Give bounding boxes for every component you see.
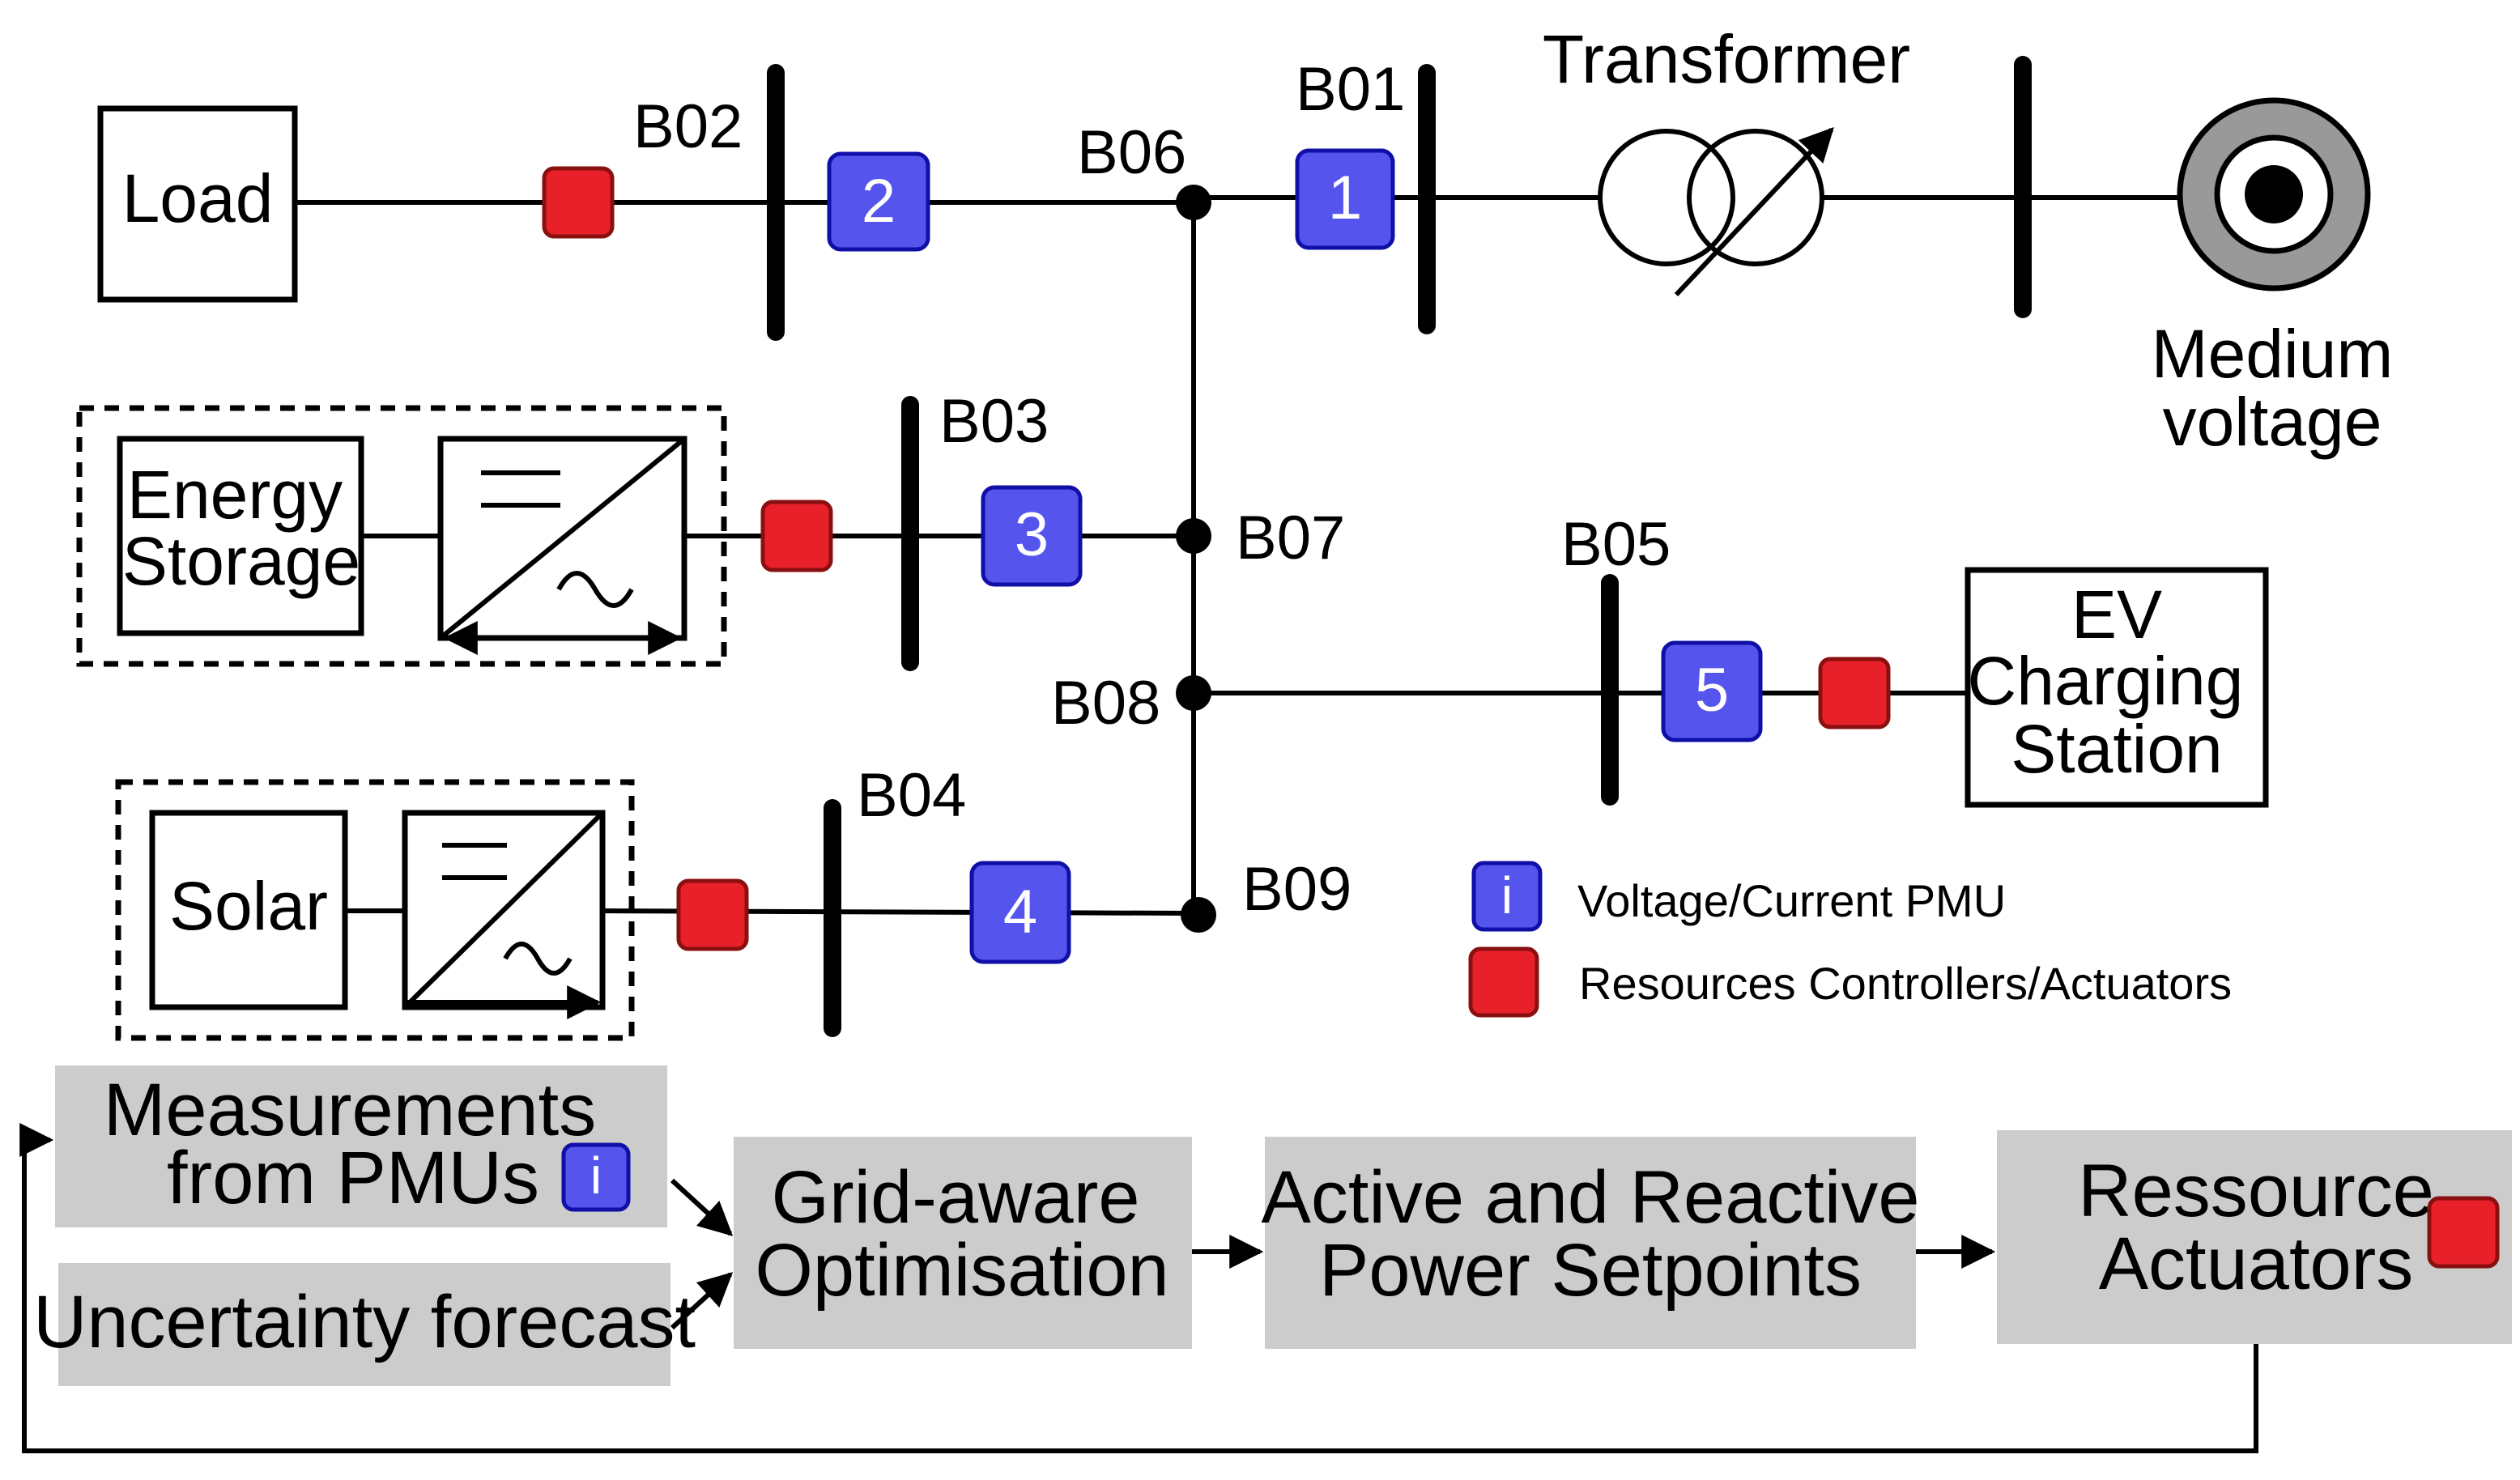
node-b09 (1181, 897, 1216, 933)
converter-icon (437, 436, 687, 655)
load-label: Load (122, 160, 274, 236)
svg-text:3: 3 (1015, 500, 1049, 569)
energy-storage-label: Energy (127, 457, 343, 533)
bus-label-b04: B04 (857, 761, 966, 830)
uncertainty-box (58, 1263, 670, 1386)
solar-label: Solar (169, 868, 328, 944)
node-b07 (1176, 518, 1211, 554)
junction-nodes (1176, 185, 1216, 933)
optimisation-box (734, 1137, 1192, 1349)
node-b08 (1176, 675, 1211, 711)
svg-text:2: 2 (862, 167, 896, 236)
svg-text:1: 1 (1328, 164, 1362, 232)
optimisation-label: Optimisation (755, 1229, 1168, 1312)
bus-label-b03: B03 (939, 387, 1049, 456)
bus-label-b02: B02 (633, 92, 743, 161)
measurements-label: from PMUs (167, 1137, 539, 1219)
svg-text:i: i (1501, 866, 1513, 925)
actuators-box (1997, 1130, 2512, 1344)
setpoints-box (1265, 1137, 1916, 1349)
bus-label-b09: B09 (1242, 855, 1352, 924)
feedback-loop-arrow (19, 1123, 2258, 1453)
legend-actuator-label: Resources Controllers/Actuators (1579, 958, 2232, 1009)
legend: i Voltage/Current PMU Resources Controll… (1468, 861, 2232, 1018)
pmu-marker: 3 (981, 485, 1083, 587)
measurements-label: Measurements (104, 1069, 596, 1151)
bus-label-b07: B07 (1236, 504, 1345, 572)
transformer-label: Transformer (1543, 21, 1910, 97)
node-b06 (1176, 185, 1211, 220)
pmu-marker: 5 (1661, 640, 1763, 742)
load-component: Load (97, 105, 298, 303)
bus-label-b01: B01 (1296, 55, 1405, 124)
transformer-icon (1598, 126, 1834, 297)
ev-charging-station: EV Charging Station (1964, 567, 2269, 808)
energy-storage-group: Energy Storage (76, 405, 727, 667)
bus-label-b05: B05 (1561, 510, 1671, 579)
bus-label-b06: B06 (1077, 118, 1186, 187)
control-flow: Measurements from PMUs i Uncertainty for… (19, 1065, 2512, 1453)
pmu-marker: 2 (827, 151, 930, 252)
svg-text:4: 4 (1003, 878, 1037, 946)
bus-label-b08: B08 (1051, 669, 1160, 738)
ev-label: Charging (1968, 643, 2244, 719)
solar-group: Solar (115, 779, 635, 1041)
actuators-actuator-icon (2427, 1196, 2500, 1269)
setpoints-label: Active and Reactive (1261, 1156, 1919, 1239)
medium-voltage-label: Medium (2152, 316, 2394, 392)
svg-text:5: 5 (1695, 656, 1729, 725)
pmu-marker: 1 (1295, 148, 1395, 250)
actuator-marker (676, 878, 749, 951)
actuator-marker (542, 166, 615, 239)
uncertainty-label: Uncertainty forecast (33, 1281, 696, 1363)
bus-bars (767, 56, 2032, 1037)
energy-storage-label: Storage (122, 523, 360, 599)
legend-actuator-swatch (1468, 946, 1539, 1018)
ev-label: EV (2071, 576, 2162, 653)
actuators-label: Ressource (2078, 1150, 2434, 1232)
svg-text:i: i (590, 1146, 602, 1205)
medium-voltage-label: voltage (2163, 384, 2382, 460)
actuators-label: Actuators (2099, 1223, 2414, 1305)
ev-label: Station (2011, 711, 2223, 787)
measurements-pmu-icon (561, 1142, 631, 1212)
legend-pmu-label: Voltage/Current PMU (1577, 875, 2006, 926)
medium-voltage-icon (2177, 97, 2371, 291)
pmu-marker: 4 (969, 861, 1071, 964)
legend-pmu-swatch (1471, 861, 1543, 932)
actuator-marker (1818, 657, 1891, 729)
setpoints-label: Power Setpoints (1319, 1229, 1862, 1312)
optimisation-label: Grid-aware (771, 1156, 1139, 1239)
actuator-marker (760, 500, 833, 572)
converter-icon (402, 810, 606, 1019)
